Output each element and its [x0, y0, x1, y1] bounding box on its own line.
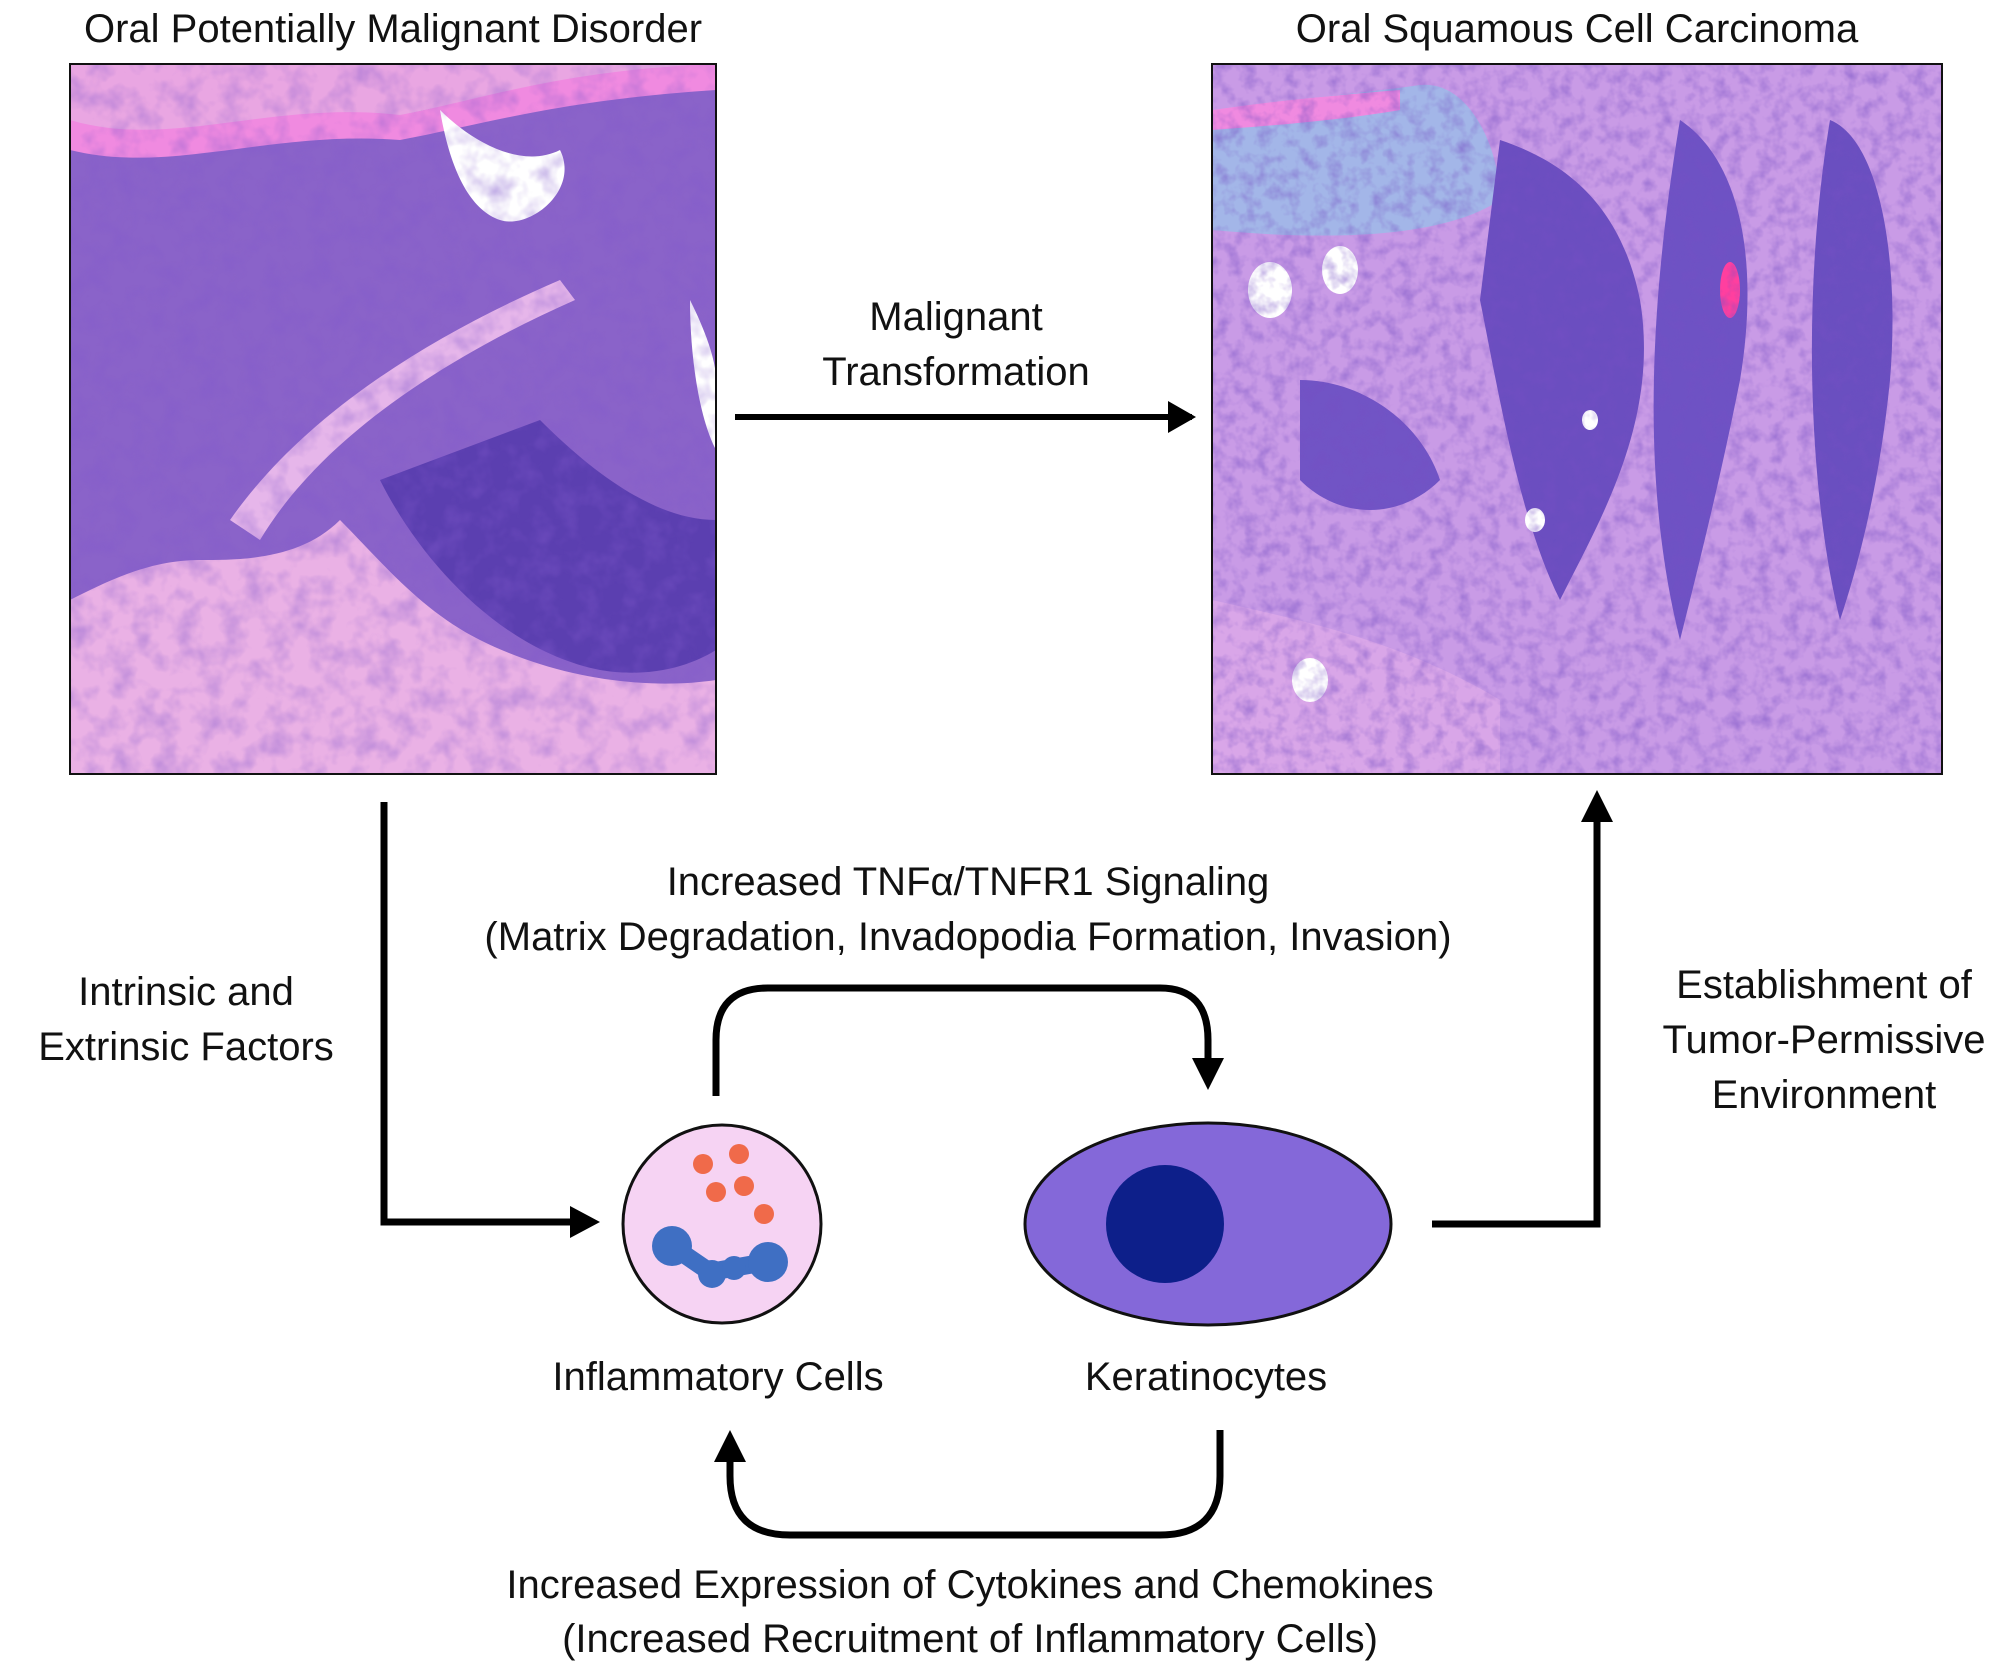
environment-label-line3: Environment	[1712, 1073, 1937, 1117]
oscc-histology-image	[1212, 64, 1942, 774]
malignant-arrowhead	[1168, 401, 1196, 433]
factors-label-line2: Extrinsic Factors	[38, 1025, 334, 1069]
opmd-histology-image	[70, 64, 716, 774]
oscc-image-border	[1211, 63, 1943, 775]
keratinocyte-icon	[1023, 1121, 1393, 1327]
tnf-label-line2: (Matrix Degradation, Invadopodia Formati…	[484, 915, 1451, 959]
keratinocytes-label: Keratinocytes	[1085, 1355, 1327, 1399]
tnf-arrowhead	[1192, 1058, 1224, 1090]
malignant-label-line2: Transformation	[822, 350, 1090, 394]
malignant-label-line1: Malignant	[869, 295, 1042, 339]
inflammatory-cell-icon	[621, 1123, 823, 1325]
environment-label-line1: Establishment of	[1676, 963, 1973, 1007]
cytokines-arrowhead	[714, 1430, 746, 1462]
environment-arrow	[1432, 820, 1601, 1228]
opmd-image-border	[69, 63, 717, 775]
inflammatory-cells-label: Inflammatory Cells	[552, 1355, 883, 1399]
tnf-signaling-arrow	[712, 984, 1212, 1096]
cytokines-arrow	[726, 1430, 1224, 1539]
tnf-label-line1: Increased TNFα/TNFR1 Signaling	[667, 860, 1270, 904]
factors-label-line1: Intrinsic and	[78, 970, 294, 1014]
right-panel-title: Oral Squamous Cell Carcinoma	[1296, 7, 1859, 51]
environment-label-line2: Tumor-Permissive	[1663, 1018, 1986, 1062]
environment-arrowhead	[1581, 790, 1613, 822]
cytokines-label-line2: (Increased Recruitment of Inflammatory C…	[562, 1617, 1378, 1661]
factors-arrowhead	[570, 1206, 600, 1238]
left-panel-title: Oral Potentially Malignant Disorder	[84, 7, 702, 51]
cytokines-label-line1: Increased Expression of Cytokines and Ch…	[506, 1563, 1433, 1607]
factors-arrow	[380, 802, 578, 1226]
